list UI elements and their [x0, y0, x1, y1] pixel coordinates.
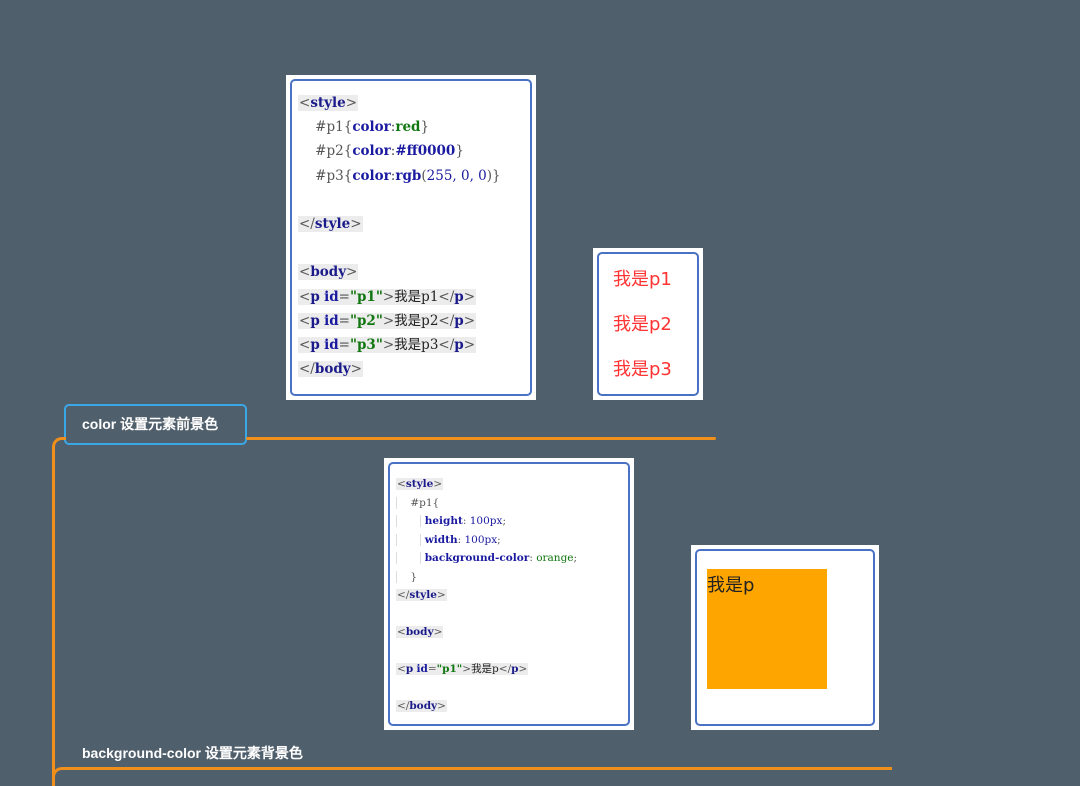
p-line-2: <p id="p2">我是p2</p> [298, 312, 477, 329]
orange-box: 我是p [707, 569, 827, 689]
connector-branch-background [52, 767, 892, 786]
p-line-1: <p id="p1">我是p1</p> [298, 288, 477, 305]
close-brace: } [410, 570, 418, 583]
decl-height-value: 100px [469, 515, 503, 527]
result-p2: 我是p2 [613, 314, 672, 335]
card-border [695, 549, 875, 726]
body-close-tag: </body> [396, 700, 447, 712]
decl-width-value: 100px [464, 533, 498, 546]
body-close-tag: </body> [298, 361, 363, 378]
connector-line-color [246, 437, 716, 440]
style-close-tag: </style> [396, 589, 447, 601]
css-selector: #p1{ [410, 496, 440, 509]
body-open-tag: <body> [396, 626, 444, 638]
result-p3: 我是p3 [613, 359, 672, 380]
css-rule-p2: #p2{color:#ff0000} [315, 143, 464, 160]
code-block-color: <style> #p1{color:red} #p2{color:#ff0000… [298, 91, 501, 381]
css-rule-p3: #p3{color:rgb(255, 0, 0)} [315, 167, 501, 184]
connector-branch-color [52, 437, 66, 786]
decl-height-prop: height [424, 515, 463, 527]
decl-bg-value: orange [536, 552, 574, 564]
decl-bg-prop: background-color [424, 552, 530, 564]
decl-width-prop: width [424, 533, 458, 546]
code-block-background: <style> #p1{ height: 100px; width: 100px… [396, 478, 578, 712]
p-line: <p id="p1">我是p</p> [396, 663, 529, 675]
topic-color-label: color 设置元素前景色 [82, 416, 219, 432]
body-open-tag: <body> [298, 264, 359, 281]
p-line-3: <p id="p3">我是p3</p> [298, 337, 477, 354]
card-border [388, 462, 630, 726]
style-open-tag: <style> [396, 478, 444, 490]
css-rule-p1: #p1{color:red} [315, 119, 430, 136]
style-open-tag: <style> [298, 95, 359, 111]
result-screenshot-background: 我是p [691, 545, 879, 730]
topic-background-color-label[interactable]: background-color 设置元素背景色 [82, 745, 303, 761]
result-p1: 我是p1 [613, 269, 672, 290]
result-screenshot-color: 我是p1 我是p2 我是p3 [593, 248, 703, 400]
code-screenshot-background: <style> #p1{ height: 100px; width: 100px… [384, 458, 634, 730]
card-border [290, 79, 532, 396]
orange-box-label: 我是p [707, 575, 755, 596]
code-screenshot-color: <style> #p1{color:red} #p2{color:#ff0000… [286, 75, 536, 400]
style-close-tag: </style> [298, 216, 363, 233]
topic-color-box[interactable] [64, 404, 247, 445]
card-border [597, 252, 699, 396]
